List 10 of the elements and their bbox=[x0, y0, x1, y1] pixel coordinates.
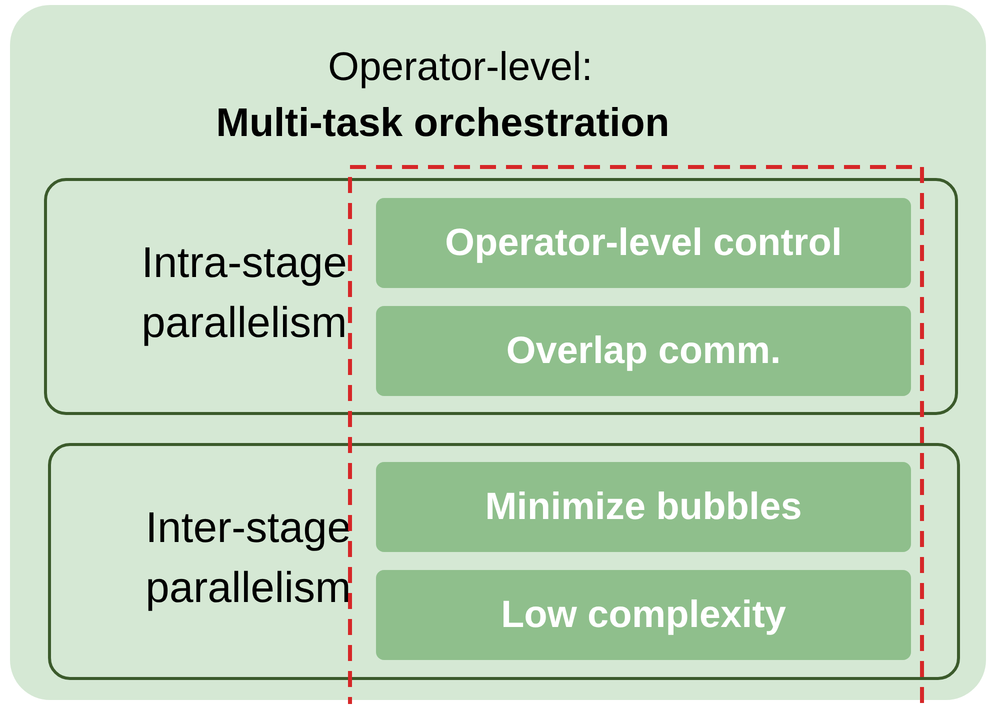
task-box: Overlap comm. bbox=[376, 306, 911, 396]
task-box: Low complexity bbox=[376, 570, 911, 660]
group-label: Inter-stage parallelism bbox=[144, 503, 351, 614]
task-box: Operator-level control bbox=[376, 198, 911, 288]
group-box bbox=[44, 178, 958, 415]
panel-title: Operator-level: bbox=[328, 45, 593, 90]
task-box: Minimize bubbles bbox=[376, 462, 911, 552]
group-label: Intra-stage parallelism bbox=[140, 238, 347, 349]
group-box bbox=[48, 443, 960, 680]
panel-subtitle: Multi-task orchestration bbox=[216, 101, 670, 146]
